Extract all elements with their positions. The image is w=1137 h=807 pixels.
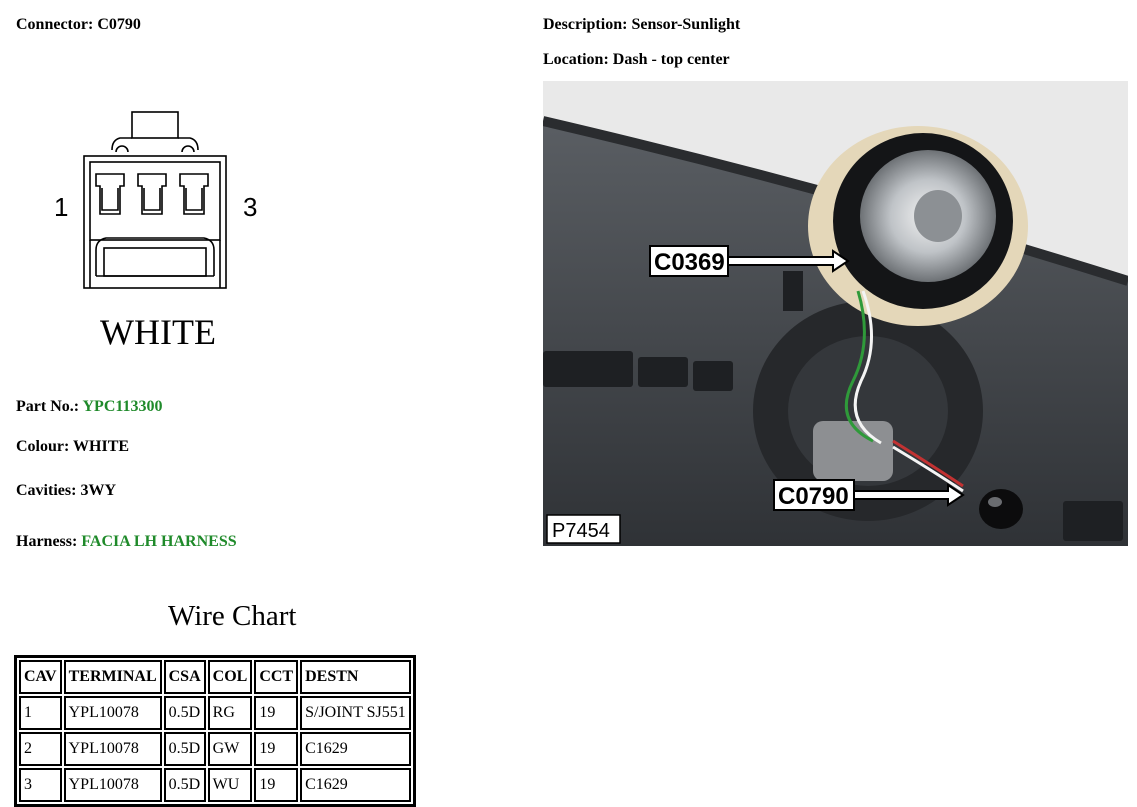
connector-label: Connector: <box>16 16 94 33</box>
part-no-link[interactable]: YPC113300 <box>82 398 163 415</box>
connector-face-diagram: 1 3 WHITE <box>54 111 257 352</box>
col-header-cct: CCT <box>254 660 299 694</box>
col-header-terminal: TERMINAL <box>63 660 162 694</box>
wire-chart-table: CAV TERMINAL CSA COL CCT DESTN 1 YPL1007… <box>14 655 416 807</box>
cell-terminal: YPL10078 <box>63 768 162 802</box>
cavities-value: 3WY <box>80 482 116 499</box>
cell-col: GW <box>207 732 253 766</box>
cell-terminal: YPL10078 <box>63 732 162 766</box>
col-header-col: COL <box>207 660 253 694</box>
diagram-colour-text: WHITE <box>100 312 216 352</box>
table-header-row: CAV TERMINAL CSA COL CCT DESTN <box>19 660 411 694</box>
cell-cav: 2 <box>19 732 62 766</box>
table-row: 1 YPL10078 0.5D RG 19 S/JOINT SJ551 <box>19 696 411 730</box>
cell-csa: 0.5D <box>163 732 206 766</box>
cell-csa: 0.5D <box>163 696 206 730</box>
dash-photo-illustration: C0369 C0790 P7454 <box>543 81 1128 546</box>
location-photo: C0369 C0790 P7454 <box>543 81 1128 546</box>
cell-cct: 19 <box>254 732 299 766</box>
cell-col: WU <box>207 768 253 802</box>
col-header-csa: CSA <box>163 660 206 694</box>
description-label: Description: <box>543 16 628 33</box>
colour-value: WHITE <box>73 438 130 455</box>
harness-link[interactable]: FACIA LH HARNESS <box>81 533 237 550</box>
description-line: Description: Sensor-Sunlight <box>543 16 740 34</box>
cavities-line: Cavities: 3WY <box>16 482 116 500</box>
cell-col: RG <box>207 696 253 730</box>
connector-line: Connector: C0790 <box>16 16 141 34</box>
cell-cav: 3 <box>19 768 62 802</box>
col-header-cav: CAV <box>19 660 62 694</box>
cell-destn: C1629 <box>300 768 411 802</box>
location-line: Location: Dash - top center <box>543 51 730 69</box>
colour-label: Colour: <box>16 438 70 455</box>
cell-cct: 19 <box>254 768 299 802</box>
harness-label: Harness: <box>16 533 78 550</box>
part-no-line: Part No.: YPC113300 <box>16 398 163 416</box>
cell-cav: 1 <box>19 696 62 730</box>
cell-destn: S/JOINT SJ551 <box>300 696 411 730</box>
cell-destn: C1629 <box>300 732 411 766</box>
location-value: Dash - top center <box>612 51 730 68</box>
table-row: 3 YPL10078 0.5D WU 19 C1629 <box>19 768 411 802</box>
table-row: 2 YPL10078 0.5D GW 19 C1629 <box>19 732 411 766</box>
cavities-label: Cavities: <box>16 482 77 499</box>
pin-label-right: 3 <box>243 192 257 222</box>
pin-label-left: 1 <box>54 192 68 222</box>
harness-line: Harness: FACIA LH HARNESS <box>16 533 237 551</box>
location-label: Location: <box>543 51 609 68</box>
description-value: Sensor-Sunlight <box>631 16 741 33</box>
cell-terminal: YPL10078 <box>63 696 162 730</box>
cell-csa: 0.5D <box>163 768 206 802</box>
col-header-destn: DESTN <box>300 660 411 694</box>
colour-line: Colour: WHITE <box>16 438 129 456</box>
connector-value: C0790 <box>97 16 141 33</box>
photo-ref: P7454 <box>552 520 610 542</box>
part-no-label: Part No.: <box>16 398 80 415</box>
callout-c0369: C0369 <box>654 249 725 276</box>
cell-cct: 19 <box>254 696 299 730</box>
callout-c0790: C0790 <box>778 483 849 510</box>
wire-chart-title: Wire Chart <box>168 600 297 632</box>
